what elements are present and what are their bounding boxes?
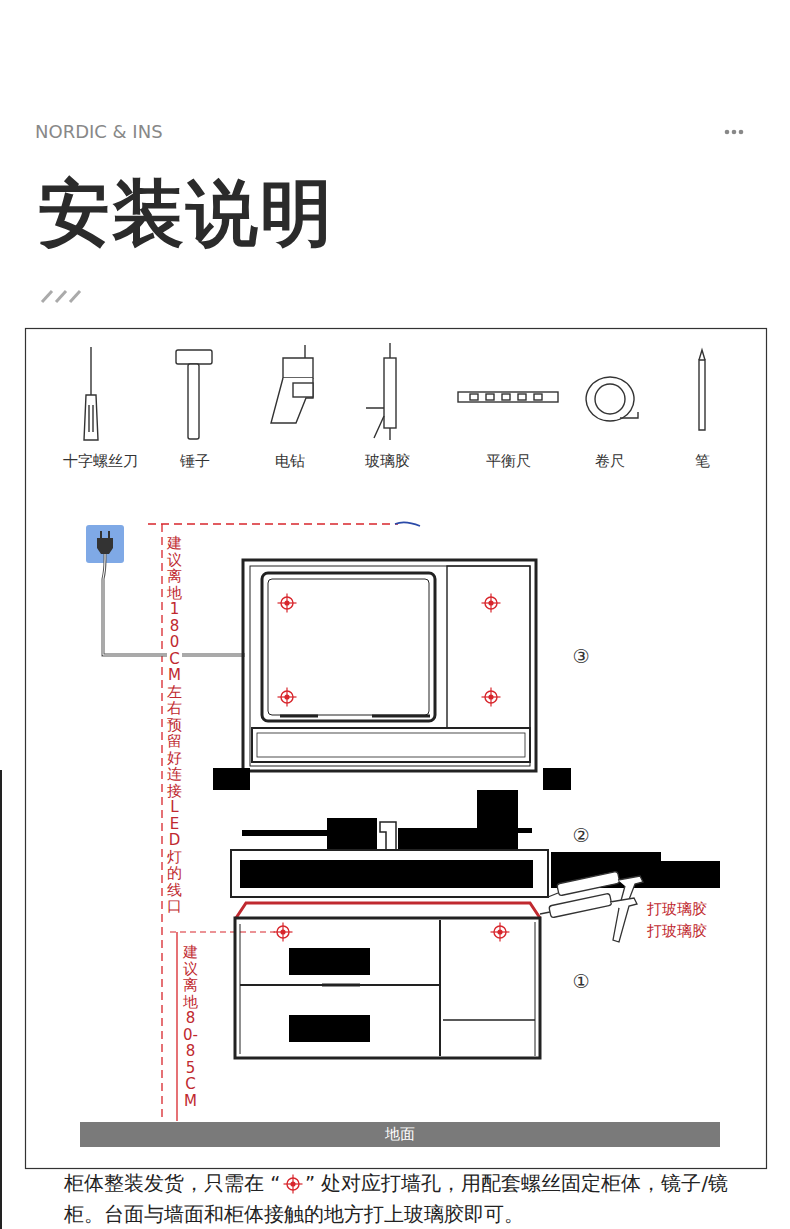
caption: 柜体整装发货，只需在 “ ” 处对应打墙孔，用配套螺丝固定柜体，镜子/镜柜。台面… (64, 1168, 732, 1229)
tool-icons (84, 343, 705, 440)
redaction (289, 948, 370, 975)
mounting-holes (274, 594, 510, 942)
tool-name: 平衡尺 (486, 452, 531, 471)
callout-number: ② (572, 824, 589, 846)
decor-slashes (42, 291, 80, 302)
glue-outline (236, 903, 540, 918)
node-text: 地面 (385, 1125, 415, 1144)
callout-number: ① (572, 970, 589, 992)
mounting-hole-symbol (282, 1173, 304, 1195)
tool-name: 笔 (695, 452, 710, 471)
page-title: 安装说明 (38, 166, 334, 262)
frame (26, 329, 767, 1169)
countertop (231, 790, 720, 897)
height-note: 建议离地80-85CM (183, 944, 198, 1109)
base-cabinet (235, 918, 540, 1058)
floor-band: 地面 (80, 1122, 720, 1147)
tool-name: 电钻 (275, 452, 305, 471)
mirror-cabinet (243, 560, 536, 771)
callout-number: ③ (572, 645, 589, 667)
tool-name: 卷尺 (595, 452, 625, 471)
tool-name: 玻璃胶 (365, 452, 410, 471)
height-note: 建议离地180CM左右预留好连接LED灯的线口 (167, 535, 182, 915)
tool-name: 锤子 (180, 452, 210, 471)
left-edge-mark (0, 770, 2, 1229)
tool-name: 十字螺丝刀 (63, 452, 138, 471)
more-dots (725, 130, 744, 135)
caulk-guns (540, 871, 643, 942)
power-plug (86, 525, 245, 655)
reference-lines (148, 522, 420, 1121)
brand-name: NORDIC & INS (35, 121, 163, 142)
redaction (213, 768, 250, 790)
redaction (289, 1015, 370, 1042)
redaction (543, 768, 571, 790)
glue-note: 打玻璃胶 (647, 922, 707, 941)
glue-note: 打玻璃胶 (647, 900, 707, 919)
